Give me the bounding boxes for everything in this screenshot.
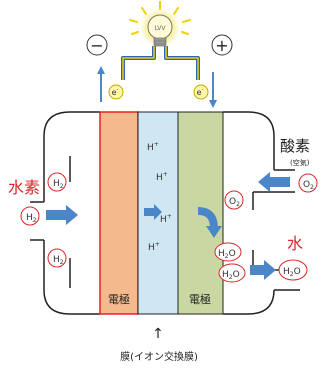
cathode-curved-arrow-icon — [197, 207, 222, 238]
protons: H+ H+ H+ H+ — [147, 141, 172, 253]
svg-text:H2: H2 — [53, 255, 64, 266]
hydrogen-flow-arrow-icon — [46, 205, 78, 225]
plus-terminal: + — [211, 34, 233, 56]
plus-sign: + — [215, 36, 228, 55]
hydrogen-label: 水素 — [8, 178, 40, 197]
water-flow-arrow-icon — [250, 260, 276, 280]
h2-molecule-top: H2 — [47, 172, 67, 192]
electrode-left: 電極 — [99, 111, 139, 315]
o2-molecule-inlet: O2 — [298, 173, 318, 193]
svg-text:O2: O2 — [303, 180, 314, 191]
h2o-molecule-1: H2O — [214, 242, 242, 262]
electron-right: e- — [193, 84, 209, 100]
o2-molecule-inner: O2 — [224, 190, 244, 210]
membrane-caption: 膜(イオン交換膜) — [120, 350, 198, 363]
electrode-right-label: 電極 — [189, 292, 211, 306]
minus-terminal: − — [86, 34, 108, 56]
membrane-arrow-icon: ↑ — [152, 326, 164, 342]
svg-text:H2: H2 — [26, 213, 37, 224]
proton-2: H+ — [156, 171, 168, 183]
h2-molecule-inlet: H2 — [20, 206, 40, 226]
svg-text:e-: e- — [112, 87, 119, 97]
electron-left: e- — [108, 84, 124, 100]
electrode-left-label: 電極 — [108, 292, 130, 306]
electron-right-e: e — [197, 88, 202, 97]
minus-sign: − — [90, 36, 103, 55]
oxygen-label: 酸素 — [280, 137, 310, 155]
electron-left-sup: - — [117, 87, 119, 93]
oxygen-note: (空気) — [290, 158, 310, 167]
water-label: 水 — [287, 234, 303, 253]
bulb-rays — [129, 1, 191, 35]
proton-flow-arrow-icon — [144, 204, 162, 220]
electron-right-sup: - — [202, 87, 204, 93]
electrode-right: 電極 — [177, 111, 224, 315]
bulb-filament-label: LVV — [155, 25, 167, 32]
h2-molecule-bottom: H2 — [47, 248, 67, 268]
svg-text:H2O: H2O — [222, 270, 240, 281]
h2o-molecule-2: H2O — [218, 263, 246, 283]
svg-text:O2: O2 — [229, 197, 240, 208]
electron-left-e: e — [112, 88, 117, 97]
h2o-molecule-outlet: H2O — [278, 259, 308, 281]
electron-arrow-up-icon — [97, 66, 105, 102]
svg-text:H2O: H2O — [218, 249, 236, 260]
svg-text:H2: H2 — [53, 179, 64, 190]
svg-text:e-: e- — [197, 87, 204, 97]
proton-1: H+ — [147, 141, 159, 153]
oxygen-flow-arrow-icon — [258, 172, 290, 192]
circuit-wires — [121, 46, 200, 80]
proton-4: H+ — [148, 241, 160, 253]
proton-3: H+ — [160, 213, 172, 225]
light-bulb-icon: LVV — [140, 8, 180, 48]
svg-text:H2O: H2O — [283, 267, 301, 278]
electron-arrow-down-icon — [209, 72, 217, 108]
